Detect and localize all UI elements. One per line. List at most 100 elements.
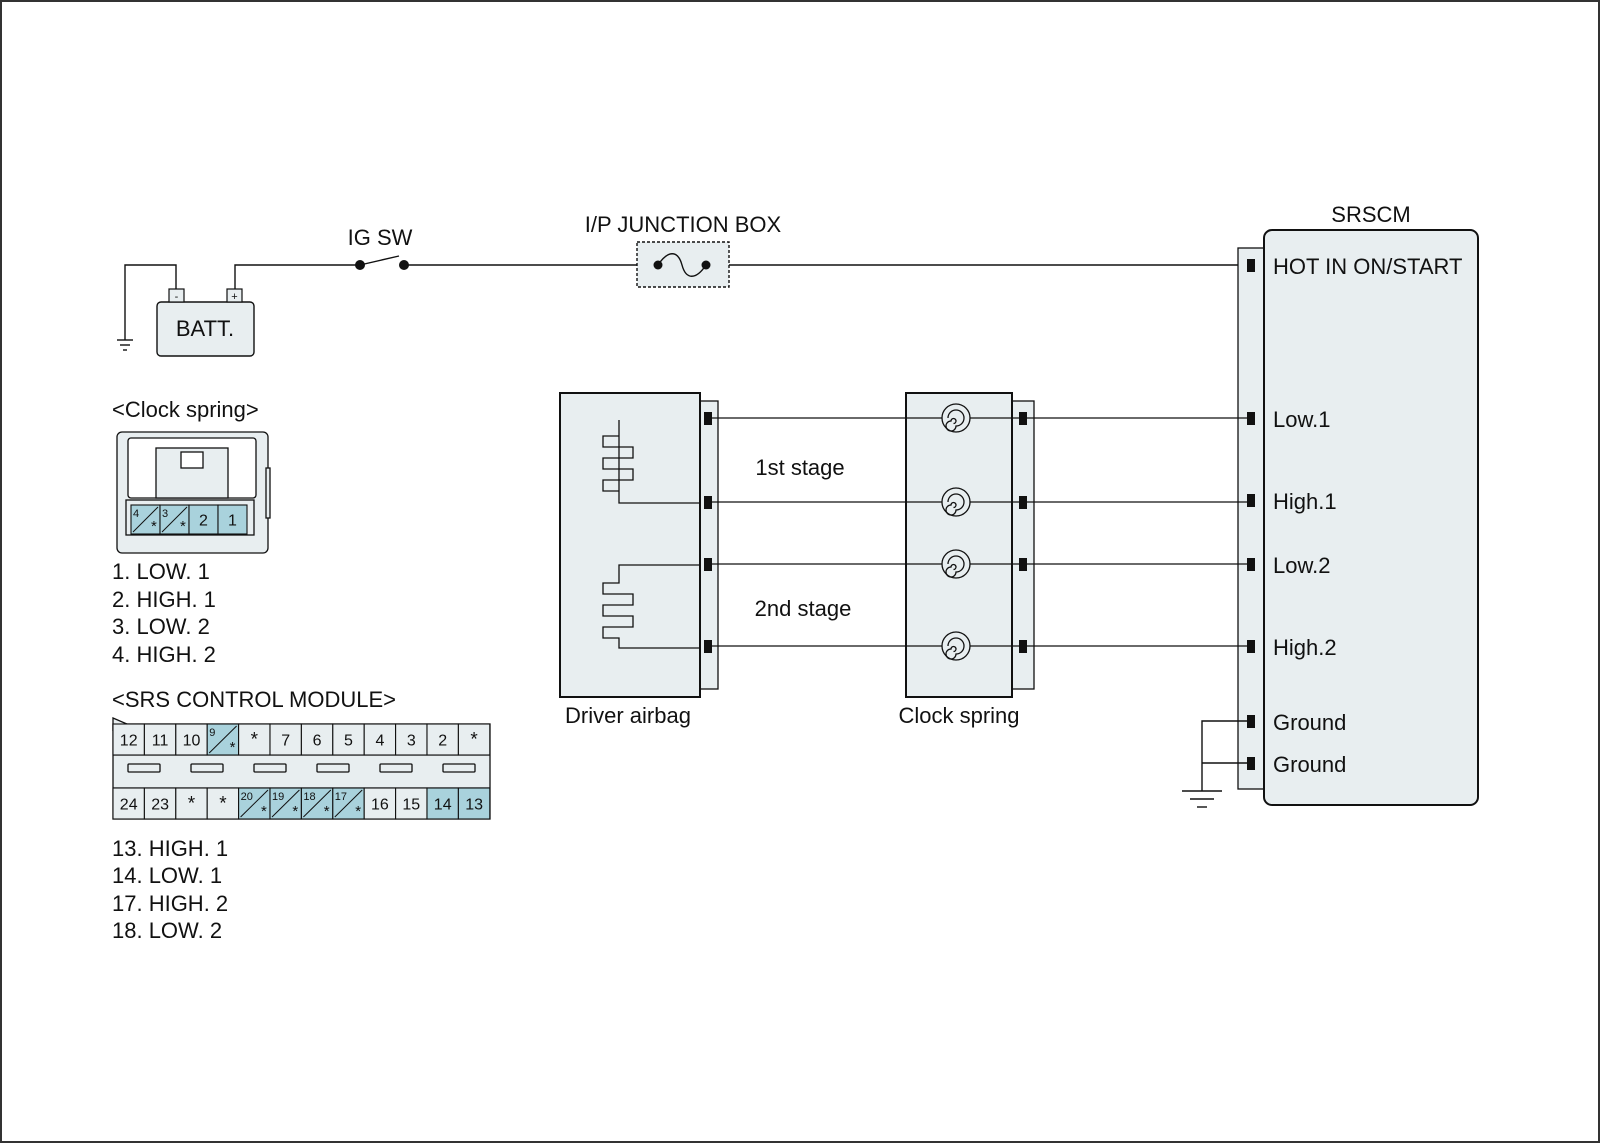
srscm-body xyxy=(1263,229,1479,806)
pin-number: 18 xyxy=(303,791,315,803)
clock-spring-legend-item: 2. HIGH. 1 xyxy=(112,587,216,612)
connector-pin-cell: 5 xyxy=(332,723,365,756)
srscm-pin-low1: Low.1 xyxy=(1273,407,1331,432)
driver-airbag-label: Driver airbag xyxy=(565,703,691,728)
srs-module-legend-item: 14. LOW. 1 xyxy=(112,863,222,888)
pin-unused-star: * xyxy=(261,803,267,820)
pin-number: 24 xyxy=(120,797,138,814)
srscm-connector-strip xyxy=(1237,247,1265,790)
srscm-pin-hot-in: HOT IN ON/START xyxy=(1273,254,1462,279)
pin-number: 11 xyxy=(152,733,169,750)
pin-cell-box xyxy=(175,787,208,820)
pin-unused-star: * xyxy=(151,518,157,535)
connector-pin-cell: 17* xyxy=(332,787,365,820)
pin-number: 2 xyxy=(199,513,208,530)
srscm-title: SRSCM xyxy=(1331,202,1410,227)
pin-cell-slash xyxy=(271,789,300,818)
junction-box-label: I/P JUNCTION BOX xyxy=(585,212,782,237)
srscm-ground xyxy=(1182,720,1247,808)
junction-box: I/P JUNCTION BOX xyxy=(585,212,782,288)
connector-pin-cell: 18* xyxy=(300,787,334,820)
srscm-pins xyxy=(1247,259,1255,770)
connector-pin-cell: * xyxy=(206,787,240,820)
pin-number: 4 xyxy=(133,508,139,520)
srscm-pin-ground-2: Ground xyxy=(1273,752,1346,777)
airbag-squib-2 xyxy=(602,564,700,649)
pin-cell-box xyxy=(269,723,302,756)
pin-cell-box xyxy=(457,723,491,756)
connector-pin-cell: 16 xyxy=(363,787,397,820)
pin-cell-box xyxy=(457,787,491,820)
pin-cell-box xyxy=(426,787,459,820)
connector-pin-cell: 20 * xyxy=(238,787,271,820)
pin-number: 6 xyxy=(313,733,322,750)
srscm-pin-low2: Low.2 xyxy=(1273,553,1331,578)
pin-cell-box xyxy=(175,723,208,756)
coil-icons xyxy=(941,403,971,661)
pin-number: 19 xyxy=(272,791,284,803)
pin-number: 7 xyxy=(281,733,290,750)
battery: - + BATT. xyxy=(156,288,255,357)
airbag-pins xyxy=(704,412,712,653)
srscm-module: SRSCM HOT IN ON/START Low.1 High.1 Low.2… xyxy=(1237,202,1479,806)
pin-cell-box xyxy=(112,787,145,820)
pin-number: 20 xyxy=(241,791,253,803)
battery-body xyxy=(156,301,255,357)
pin-number: 4 xyxy=(375,733,384,750)
clock-spring-connector-face xyxy=(116,431,271,554)
pin-cell-box xyxy=(143,787,177,820)
pin-cell-slash xyxy=(208,725,237,754)
battery-minus-terminal xyxy=(168,288,185,303)
connector-pin-cell: * xyxy=(238,723,271,756)
battery-plus-sign: + xyxy=(231,291,237,303)
airbag-squib-1 xyxy=(602,420,700,504)
srscm-pin-high1: High.1 xyxy=(1273,489,1337,514)
srs-module-connector-title: <SRS CONTROL MODULE> xyxy=(112,687,396,712)
pin-number: 1 xyxy=(228,513,237,530)
pin-number: 10 xyxy=(183,733,201,750)
pin-number: 3 xyxy=(407,733,416,750)
pin-unused-star: * xyxy=(251,730,259,751)
srs-module-legend-item: 17. HIGH. 2 xyxy=(112,891,228,916)
pin-cell-box xyxy=(395,787,428,820)
pin-number: 12 xyxy=(120,733,138,750)
connector-pin-cell: 15 xyxy=(395,787,428,820)
connector-pin-cell: 2 xyxy=(426,723,459,756)
pin-number: 13 xyxy=(465,797,483,814)
battery-ground xyxy=(117,264,177,351)
ig-sw-label: IG SW xyxy=(348,225,413,250)
pin-cell-slash xyxy=(132,506,159,533)
pin-cell-box xyxy=(206,787,240,820)
driver-airbag: Driver airbag xyxy=(559,392,719,728)
coil-icon xyxy=(941,487,971,517)
connector-pin-cell: 9* xyxy=(206,723,240,756)
coil-icon xyxy=(941,631,971,661)
pin-cell-slash xyxy=(303,789,332,818)
connector-pin-cell: 24 xyxy=(112,787,145,820)
connector-pin-cell: 4 xyxy=(363,723,397,756)
power-line xyxy=(234,264,1238,289)
connector-pin-cell: 2 xyxy=(188,504,219,535)
pin-number: 5 xyxy=(344,733,353,750)
srscm-pin-high2: High.2 xyxy=(1273,635,1337,660)
pin-number: 14 xyxy=(434,797,452,814)
clock-spring-pins xyxy=(1019,412,1027,653)
pin-unused-star: * xyxy=(188,794,196,815)
clock-spring-legend: 1. LOW. 1 2. HIGH. 1 3. LOW. 2 4. HIGH. … xyxy=(112,559,216,667)
connector-pin-cell: 12 xyxy=(112,723,145,756)
pin-cell-box xyxy=(112,723,145,756)
pin-unused-star: * xyxy=(292,803,298,820)
coil-icon xyxy=(941,549,971,579)
pin-cell-box xyxy=(363,787,397,820)
clock-spring-legend-item: 1. LOW. 1 xyxy=(112,559,210,584)
harness-wires xyxy=(712,417,1247,647)
connector-pin-cell: 3 xyxy=(395,723,428,756)
stage1-label: 1st stage xyxy=(755,455,844,480)
pin-number: 16 xyxy=(371,797,389,814)
connector-pin-cell: 11 xyxy=(143,723,177,756)
clock-spring-legend-item: 4. HIGH. 2 xyxy=(112,642,216,667)
